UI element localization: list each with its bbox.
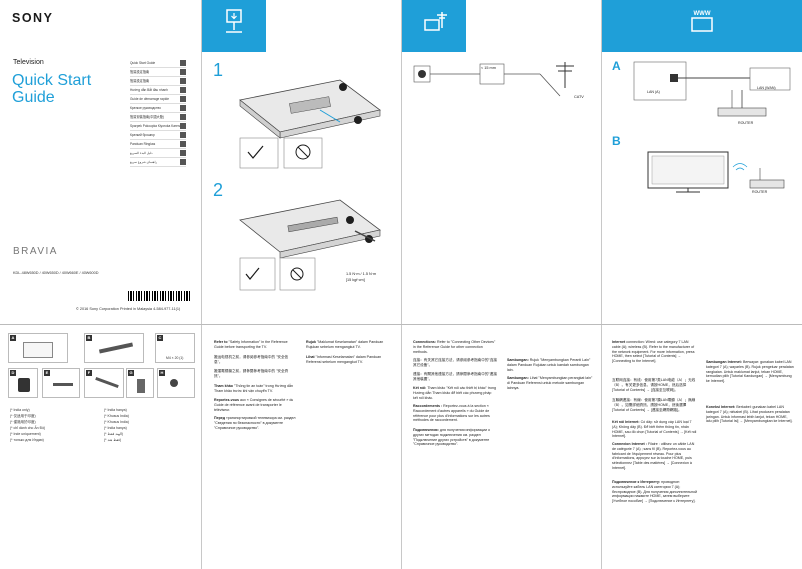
option-label-a: A — [612, 59, 621, 73]
www-icon: WWW — [691, 11, 713, 32]
transport-note-fr: Reportez-vous aux « Consignes de sécurit… — [214, 398, 294, 412]
language-item: 簡易設定指南 — [130, 68, 186, 77]
accessory-tile-c: C M4 × 20 (1) — [155, 333, 195, 363]
antenna-icon — [424, 12, 447, 31]
language-item: Quick Start Guide — [130, 59, 186, 68]
accessory-tile-d: D — [8, 368, 38, 398]
language-item: 簡易安裝指南(中國大陸) — [130, 113, 186, 122]
connections-note-fr: Raccordements : Reportez-vous à la secti… — [413, 404, 490, 423]
language-item: Sparpek Pokoupka Kiyoroka Karena — [130, 122, 186, 131]
accessory-tile-a: A — [8, 333, 68, 363]
language-item: Panduan Ringkas — [130, 140, 186, 149]
lan-port-label: LAN (A) — [647, 90, 660, 94]
internet-note-en: Internet connection: Wired: use category… — [612, 340, 695, 364]
wireless-connection-diagram — [647, 151, 785, 193]
series-logo: BRAVIA — [13, 246, 58, 257]
antenna-connection-diagram — [413, 62, 574, 97]
step2-illustration — [239, 199, 381, 291]
language-item: Hướng dẫn Bắt đầu nhanh — [130, 86, 186, 95]
accessory-tile-e: E — [42, 368, 80, 398]
fold-line — [601, 0, 602, 569]
brand-logo: SONY — [12, 11, 54, 25]
step-number-1: 1 — [213, 60, 224, 80]
internet-note-id: Koneksi Internet: Berkabel: gunakan kabe… — [706, 405, 793, 424]
connections-note-ms: Sambungan: Rujuk "Menyambungkan Peranti … — [507, 358, 591, 372]
language-index: Quick Start Guide 簡易設定指南 簡易設定指南 Hướng dẫ… — [130, 59, 186, 167]
catv-label: CATV — [574, 95, 584, 99]
torque-spec: 1.5 N·m / 1.5 N·m — [346, 272, 377, 276]
wired-connection-diagram — [633, 61, 791, 117]
title-line-2: Guide — [12, 89, 55, 106]
product-category: Television — [13, 59, 44, 66]
step-band-1 — [202, 0, 266, 52]
step-band-2 — [402, 0, 466, 52]
internet-note-ru: Подключение к Интернету: проводное: испо… — [612, 480, 697, 504]
connections-note-ru: Подключения: для получения информации о … — [413, 428, 491, 447]
accessory-tile-f: F — [84, 368, 124, 398]
step1-illustration — [239, 79, 381, 169]
copyright: © 2016 Sony Corporation Printed in Malay… — [76, 307, 181, 311]
step-band-3: WWW — [602, 0, 802, 52]
guide-title: Quick Start Guide — [12, 72, 91, 106]
internet-note-zh-tw: 互聯網連接：有線：使用第7類LAN電纜（A）；無線（B）。如需詳細資訊，請按HO… — [612, 398, 696, 412]
internet-note-zh-cn: 互联网连接：有线：使用第7类LAN电缆（A）；无线（B）。有关更多信息，请按HO… — [612, 378, 696, 392]
transport-note-vi: Tham khảo "Thông tin an toàn" trong Hướn… — [214, 384, 294, 393]
connections-note-zh-cn: 连接：有关其它连接方法，请参阅参考指南中的"连接其它设备"。 — [413, 358, 497, 367]
language-item: 簡易設定指南 — [130, 77, 186, 86]
language-item: دليل البدء السريع — [130, 149, 186, 158]
language-item: Guide de démarrage rapide — [130, 95, 186, 104]
svg-text:WWW: WWW — [694, 11, 711, 17]
option-label-b: B — [612, 134, 621, 148]
india-note-list-right: (* India hanya) (* Khusus India) (* Khus… — [104, 408, 129, 442]
connections-note-en: Connections: Refer to "Connecting Other … — [413, 340, 496, 354]
india-note-list-left: (* India only) (* 仅适用于印度) (* 僅適用於印度) (* … — [10, 408, 46, 442]
transport-note-zh-tw: 搬運電視機之前，請參閱參考指南中的 "安全資訊"。 — [214, 369, 289, 378]
title-line-1: Quick Start — [12, 72, 92, 89]
connections-note-id: Sambungan: Lihat "Menyambungkan perangka… — [507, 376, 593, 390]
accessory-tile-h: H — [157, 368, 195, 398]
transport-note-en: Refer to "Safety Information" in the Ref… — [214, 340, 288, 349]
router-label-a: ROUTER — [738, 121, 754, 125]
router-label-b: ROUTER — [752, 190, 768, 194]
language-item: Краткое руководство — [130, 104, 186, 113]
accessory-tile-b: B — [84, 333, 144, 363]
transport-note-ms: Rujuk "Maklumat Keselamatan" dalam Pandu… — [306, 340, 384, 349]
lan-wan-label: LAN (WAN) — [757, 86, 776, 90]
stand-icon — [226, 9, 242, 33]
fold-line — [401, 0, 402, 569]
connections-note-zh-tw: 連接：有關其他連接方法，請參閱參考指南中的"連接其他裝置"。 — [413, 372, 497, 381]
step-number-2: 2 — [213, 180, 224, 200]
fold-line — [201, 0, 202, 569]
language-item: راهنمای شروع سریع — [130, 158, 186, 167]
internet-note-fr: Connexion Internet : Filaire : utilisez … — [612, 442, 695, 470]
model-numbers: KDL-48W650D / 40W650D / 40W660E / 40W600… — [13, 271, 99, 275]
barcode — [128, 291, 190, 301]
language-item: Краткий брошюр — [130, 131, 186, 140]
cable-length: < 15 mm — [481, 66, 496, 70]
transport-note-zh-cn: 搬运电视机之前，请参阅参考指南中的 "安全信息"。 — [214, 355, 289, 364]
internet-note-vi: Kết nối Internet: Có dây: sử dụng cáp LA… — [612, 420, 697, 439]
torque-spec-kgf: [15 kgf·cm] — [346, 278, 365, 282]
horizontal-fold — [0, 324, 802, 325]
connections-note-vi: Kết nối: Tham khảo "Kết nối các thiết bị… — [413, 386, 496, 400]
accessory-tile-g: G — [126, 368, 154, 398]
internet-note-ms: Sambungan Internet: Berwayar: gunakan ka… — [706, 360, 794, 384]
transport-note-id: Lihat "Informasi Keselamatan" dalam Pand… — [306, 355, 382, 364]
transport-note-ru: Перед транспортировкой телевизора см. ра… — [214, 416, 296, 430]
